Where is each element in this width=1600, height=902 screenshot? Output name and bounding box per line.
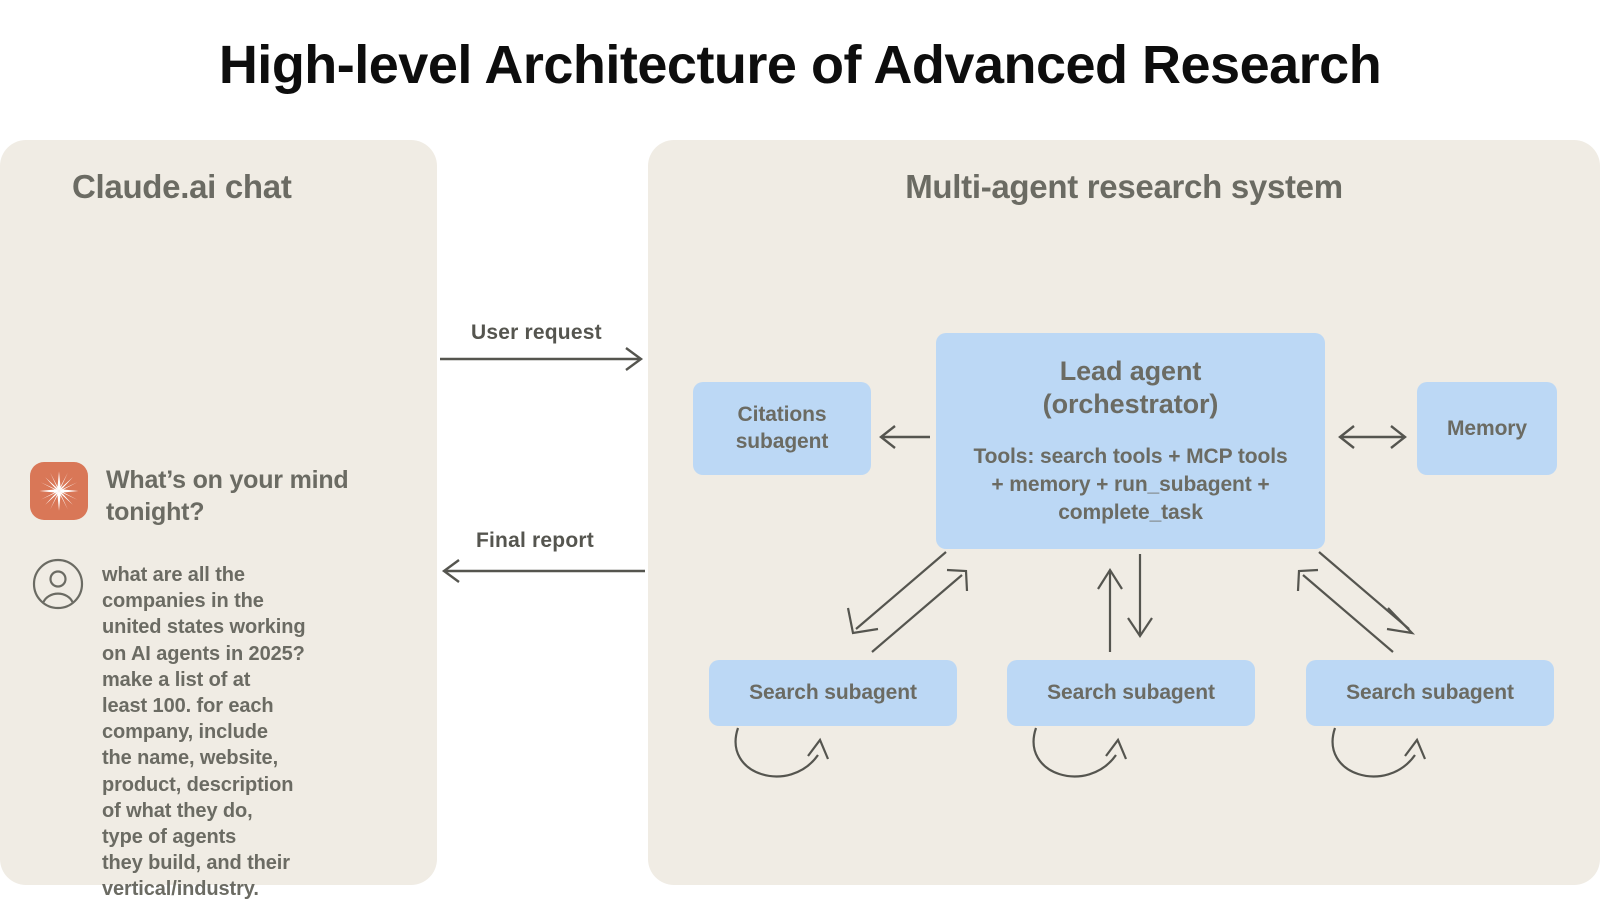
chat-greeting-row: What’s on your mind tonight?: [30, 462, 356, 528]
claude-starburst-icon: [30, 462, 88, 520]
chat-user-message-text: what are all the companies in the united…: [102, 564, 306, 901]
page-title: High-level Architecture of Advanced Rese…: [218, 35, 1382, 95]
claude-chat-panel-title: Claude.ai chat: [72, 168, 292, 205]
search-subagent-node-2[interactable]: Search subagent: [1007, 660, 1255, 726]
user-request-label: User request: [471, 321, 602, 344]
search-subagent-node-3[interactable]: Search subagent: [1306, 660, 1554, 726]
multi-agent-system-panel-title: Multi-agent research system: [905, 168, 1343, 205]
citations-subagent-node[interactable]: Citations subagent: [693, 382, 871, 475]
final-report-label: Final report: [476, 529, 594, 552]
chat-greeting-text: What’s on your mind tonight?: [106, 466, 349, 526]
user-request-arrow: [440, 347, 644, 371]
user-circle-icon: [32, 558, 84, 610]
chat-user-message-row: what are all the companies in the united…: [32, 558, 306, 902]
lead-agent-title: Lead agent (orchestrator): [1042, 356, 1219, 420]
search-subagent-node-1[interactable]: Search subagent: [709, 660, 957, 726]
memory-node[interactable]: Memory: [1417, 382, 1557, 475]
lead-agent-node[interactable]: Lead agent (orchestrator) Tools: search …: [936, 333, 1325, 549]
final-report-arrow: [441, 559, 645, 583]
claude-chat-panel: Claude.ai chat: [0, 140, 437, 900]
lead-agent-tools: Tools: search tools + MCP tools + memory…: [973, 445, 1288, 524]
